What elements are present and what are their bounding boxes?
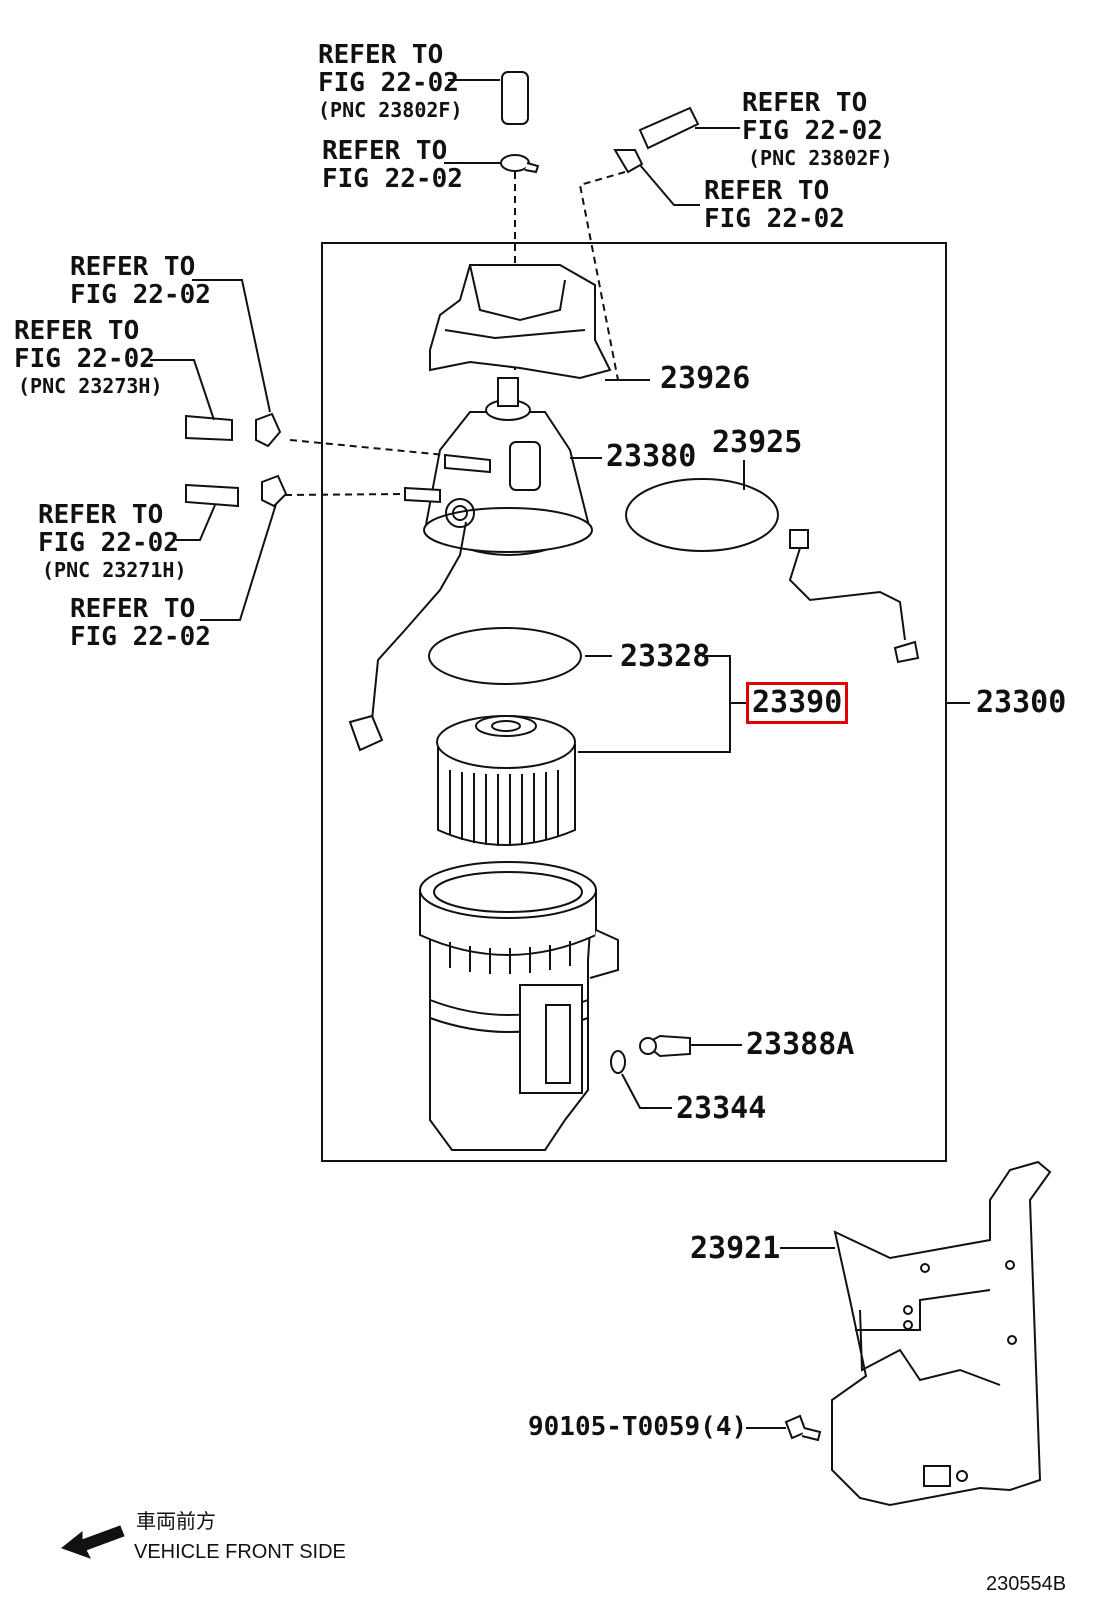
part-number-90105[interactable]: 90105-T0059(4): [528, 1412, 748, 1442]
part-number-23921[interactable]: 23921: [690, 1231, 781, 1266]
front-direction-en-label: VEHICLE FRONT SIDE: [134, 1541, 346, 1563]
filter-bowl: [419, 861, 619, 1151]
fig-label-top-hose: FIG 22-02: [318, 68, 459, 98]
oring-23328: [428, 627, 582, 685]
part-number-23390-highlighted[interactable]: 23390: [745, 682, 849, 724]
front-direction-jp-label: 車両前方: [136, 1511, 216, 1533]
pnc-label-top-hose: (PNC 23802F): [318, 98, 463, 122]
part-number-23926[interactable]: 23926: [660, 361, 751, 396]
right-hose: [578, 106, 740, 381]
bolt-90105: [746, 1414, 822, 1442]
fig-label-left-hose-lower: FIG 22-02: [38, 528, 179, 558]
front-direction-arrow: [60, 1525, 125, 1559]
left-hoses-and-clamps: [150, 279, 288, 621]
pnc-label-right-hose: (PNC 23802F): [748, 146, 893, 170]
fig-label-left-hose-upper: FIG 22-02: [14, 344, 155, 374]
pnc-label-left-hose-lower: (PNC 23271H): [42, 558, 187, 582]
oring-23925: [625, 460, 920, 664]
ref-label-left-hose-lower: REFER TO: [38, 500, 164, 530]
cover-23926: [429, 264, 650, 381]
part-number-23380[interactable]: 23380: [606, 439, 697, 474]
fig-label-left-clamp-upper: FIG 22-02: [70, 280, 211, 310]
part-number-23344[interactable]: 23344: [676, 1091, 767, 1126]
bracket-23921: [780, 1160, 1052, 1507]
gasket-23344: [610, 1050, 672, 1109]
drain-plug-23388A: [639, 1034, 742, 1058]
pnc-label-left-hose-upper: (PNC 23273H): [18, 374, 163, 398]
fig-label-top-clamp: FIG 22-02: [322, 164, 463, 194]
part-number-23925[interactable]: 23925: [712, 425, 803, 460]
filter-head-23380: [348, 377, 602, 752]
ref-label-left-hose-upper: REFER TO: [14, 316, 140, 346]
fig-label-right-clamp: FIG 22-02: [704, 204, 845, 234]
part-number-23388A[interactable]: 23388A: [746, 1027, 855, 1062]
ref-label-right-hose: REFER TO: [742, 88, 868, 118]
fig-label-left-clamp-lower: FIG 22-02: [70, 622, 211, 652]
figure-id-label: 230554B: [986, 1573, 1067, 1595]
ref-label-top-clamp: REFER TO: [322, 136, 448, 166]
part-number-23328[interactable]: 23328: [620, 639, 711, 674]
top-hose: [448, 71, 529, 125]
ref-label-top-hose: REFER TO: [318, 40, 444, 70]
fig-label-right-hose: FIG 22-02: [742, 116, 883, 146]
part-number-23300[interactable]: 23300: [976, 685, 1067, 720]
ref-label-left-clamp-upper: REFER TO: [70, 252, 196, 282]
filter-element-23390: [436, 715, 576, 846]
ref-label-right-clamp: REFER TO: [704, 176, 830, 206]
ref-label-left-clamp-lower: REFER TO: [70, 594, 196, 624]
